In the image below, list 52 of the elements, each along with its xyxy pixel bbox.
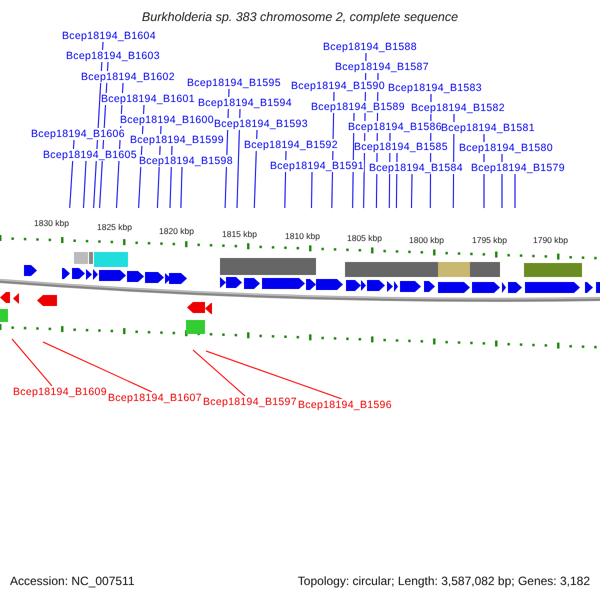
scale-label: 1830 kbp — [34, 218, 69, 228]
gene-label: Bcep18194_B1601 — [101, 93, 195, 105]
gene-label: Bcep18194_B1609 — [13, 386, 107, 398]
gene-label: Bcep18194_B1585 — [354, 141, 448, 153]
gene-label: Bcep18194_B1598 — [139, 155, 233, 167]
gene-label: Bcep18194_B1589 — [311, 101, 405, 113]
gene-label: Bcep18194_B1597 — [203, 396, 297, 408]
scale-label: 1800 kbp — [409, 235, 444, 245]
leader-line — [83, 160, 86, 208]
scale-label: 1815 kbp — [222, 229, 257, 239]
gene-label: Bcep18194_B1606 — [31, 128, 125, 140]
scale-label: 1795 kbp — [472, 235, 507, 245]
leader-line — [311, 172, 312, 208]
leader-line — [42, 342, 152, 392]
gene-label: Bcep18194_B1579 — [471, 162, 565, 174]
gene-label: Bcep18194_B1599 — [130, 134, 224, 146]
gene-label: Bcep18194_B1586 — [348, 121, 442, 133]
leader-line — [12, 338, 52, 386]
gene-label: Bcep18194_B1584 — [369, 162, 463, 174]
leader-line — [180, 166, 182, 208]
gene-label: Bcep18194_B1595 — [187, 77, 281, 89]
gene-label: Bcep18194_B1594 — [198, 97, 292, 109]
footer-text: Accession: NC_007511 — [10, 574, 135, 588]
leader-line — [192, 350, 246, 396]
gene-label: Bcep18194_B1600 — [120, 114, 214, 126]
gene-label: Bcep18194_B1590 — [291, 80, 385, 92]
gene-label: Bcep18194_B1583 — [388, 82, 482, 94]
scale-label: 1810 kbp — [285, 231, 320, 241]
map-title: Burkholderia sp. 383 chromosome 2, complete sequence — [140, 10, 460, 24]
gene-label: Bcep18194_B1596 — [298, 399, 392, 411]
leader-line — [206, 350, 342, 400]
gene-label: Bcep18194_B1581 — [441, 122, 535, 134]
gene-label: Bcep18194_B1603 — [66, 50, 160, 62]
gene-label: Bcep18194_B1580 — [459, 142, 553, 154]
gene-label: Bcep18194_B1582 — [411, 102, 505, 114]
scale-label: 1820 kbp — [159, 226, 194, 236]
footer-text: Topology: circular; Length: 3,587,082 bp; Genes: 3,182 — [298, 574, 590, 588]
leader-line — [514, 174, 516, 208]
gene-label: Bcep18194_B1593 — [214, 118, 308, 130]
scale-label: 1825 kbp — [97, 222, 132, 232]
gene-label: Bcep18194_B1592 — [244, 139, 338, 151]
leader-line — [236, 108, 240, 208]
scale-label: 1790 kbp — [533, 235, 568, 245]
gene-label: Bcep18194_B1587 — [335, 61, 429, 73]
gene-label: Bcep18194_B1605 — [43, 149, 137, 161]
scale-label: 1805 kbp — [347, 233, 382, 243]
gene-label: Bcep18194_B1588 — [323, 41, 417, 53]
leader-line — [411, 174, 412, 208]
gene-label: Bcep18194_B1607 — [108, 392, 202, 404]
gene-label: Bcep18194_B1604 — [62, 30, 156, 42]
gene-label: Bcep18194_B1602 — [81, 71, 175, 83]
gene-label: Bcep18194_B1591 — [270, 160, 364, 172]
